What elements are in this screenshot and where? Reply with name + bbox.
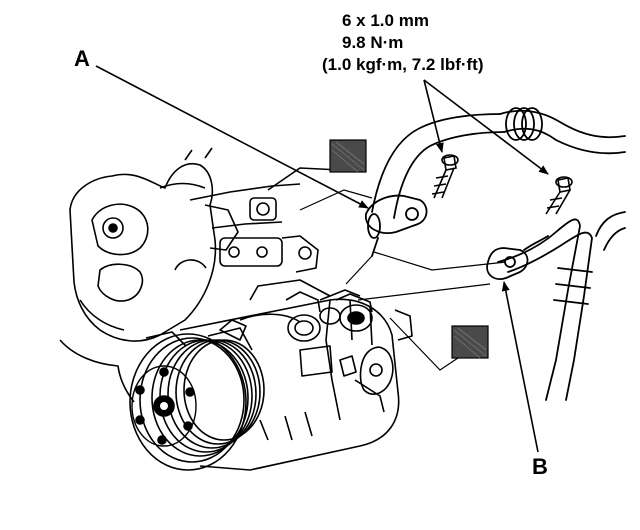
engine-block — [59, 147, 341, 403]
bolt-a — [431, 154, 459, 199]
suction-hose-a — [365, 107, 626, 257]
torque-alt-units: (1.0 kgf·m, 7.2 lbf·ft) — [322, 55, 484, 74]
discharge-hose-b — [486, 211, 626, 401]
guide-lines — [299, 189, 507, 371]
leader-spec-bolt-a — [423, 79, 444, 153]
leader-b — [501, 281, 539, 453]
compressor-pulley — [129, 327, 265, 471]
o-ring-replace-icon — [451, 325, 489, 359]
torque-value-spec: 9.8 N·m — [342, 33, 404, 52]
leader-lines — [95, 65, 549, 453]
leader-a — [95, 65, 369, 209]
ac-compressor — [179, 279, 413, 471]
callout-label-a: A — [74, 46, 90, 71]
bolt-size-spec: 6 x 1.0 mm — [342, 11, 429, 30]
compressor-ports — [285, 291, 373, 342]
bolt-b — [545, 176, 573, 215]
callout-label-b: B — [532, 454, 548, 479]
leader-spec-bolt-b — [423, 79, 549, 175]
o-ring-replace-icon — [329, 139, 367, 173]
